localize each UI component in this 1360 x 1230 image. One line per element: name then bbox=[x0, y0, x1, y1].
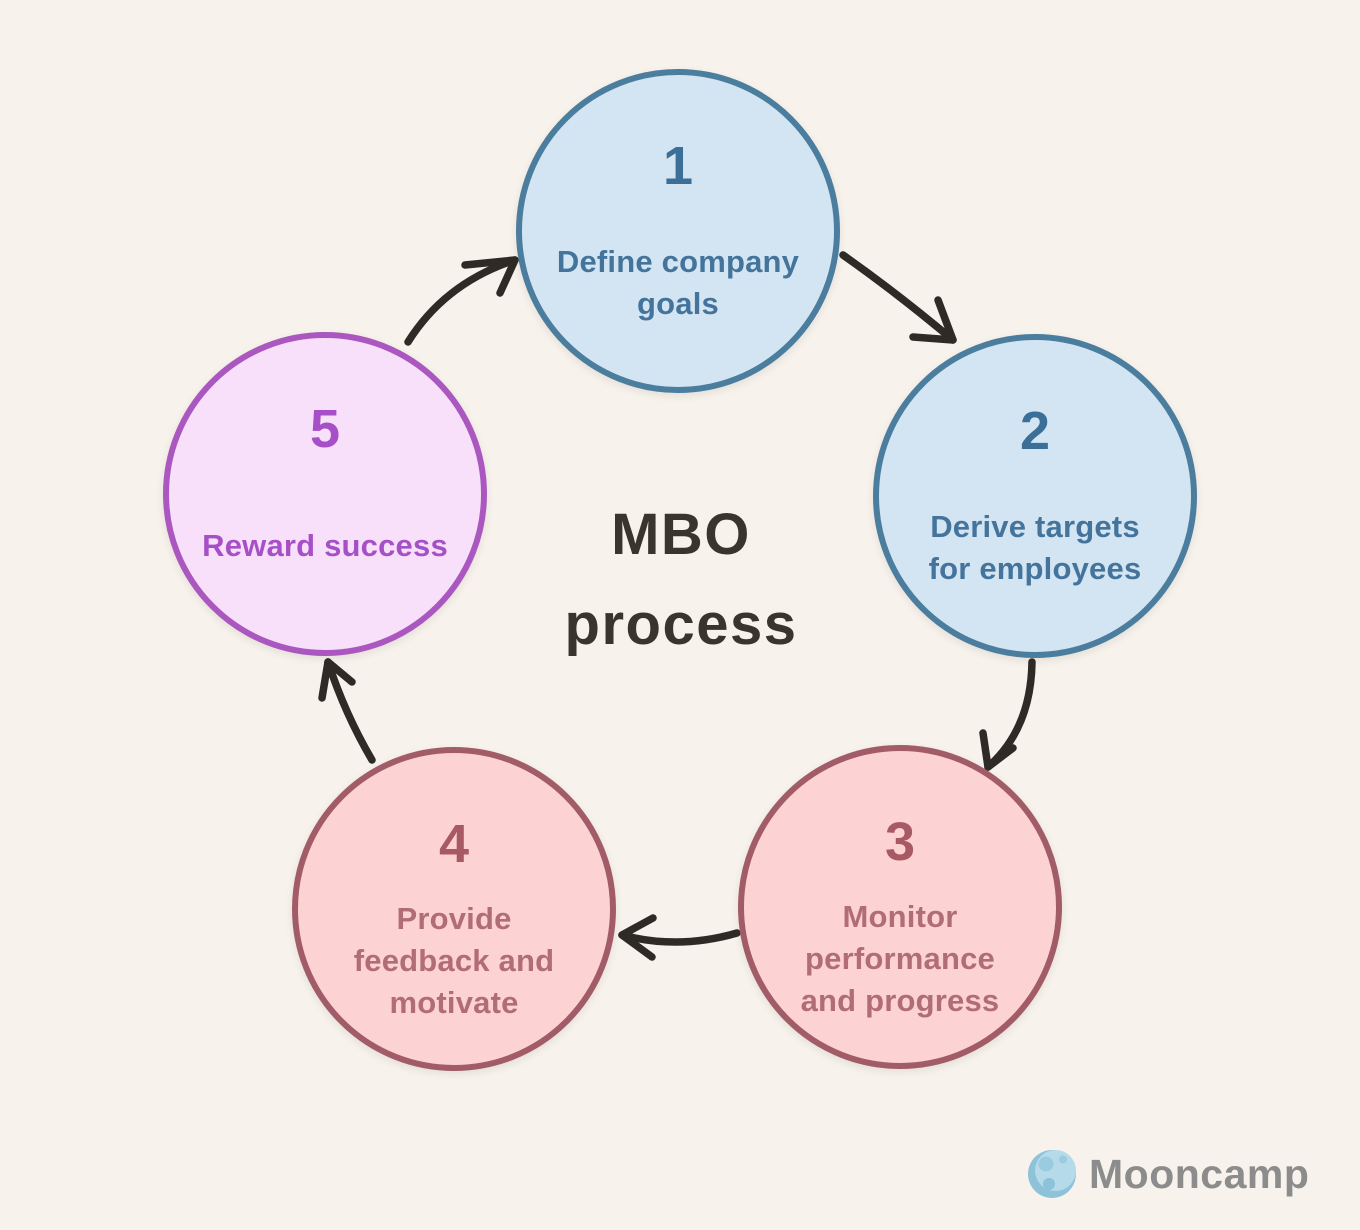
step-5-label: Reward success bbox=[202, 528, 448, 564]
step-1-number: 1 bbox=[662, 136, 694, 196]
step-3-number: 3 bbox=[884, 812, 916, 872]
step-circle-3: 3 Monitor performance and progress bbox=[738, 745, 1062, 1069]
mooncamp-logo: Mooncamp bbox=[1028, 1150, 1309, 1198]
step-circle-2: 2 Derive targets for employees bbox=[873, 334, 1197, 658]
step-5-number: 5 bbox=[309, 399, 341, 459]
step-circle-5: 5 Reward success bbox=[163, 332, 487, 656]
step-4-number: 4 bbox=[438, 814, 470, 874]
diagram-title: MBO process bbox=[564, 502, 798, 657]
arrow-step4-to-step5 bbox=[318, 658, 376, 764]
arrow-step3-to-step4 bbox=[618, 914, 741, 961]
step-4-label: Provide feedback and motivate bbox=[353, 901, 555, 1020]
step-3-label: Monitor performance and progress bbox=[800, 899, 1000, 1018]
logo-text: Mooncamp bbox=[1089, 1150, 1310, 1197]
arrow-step1-to-step2 bbox=[839, 251, 957, 344]
step-2-label: Derive targets for employees bbox=[928, 509, 1142, 586]
moon-icon bbox=[1028, 1150, 1076, 1198]
step-circle-4: 4 Provide feedback and motivate bbox=[292, 747, 616, 1071]
step-circle-1: 1 Define company goals bbox=[516, 69, 840, 393]
step-1-label: Define company goals bbox=[556, 244, 800, 321]
arrow-step2-to-step3 bbox=[979, 658, 1036, 771]
step-2-number: 2 bbox=[1019, 401, 1051, 461]
arrow-step5-to-step1 bbox=[404, 256, 519, 346]
